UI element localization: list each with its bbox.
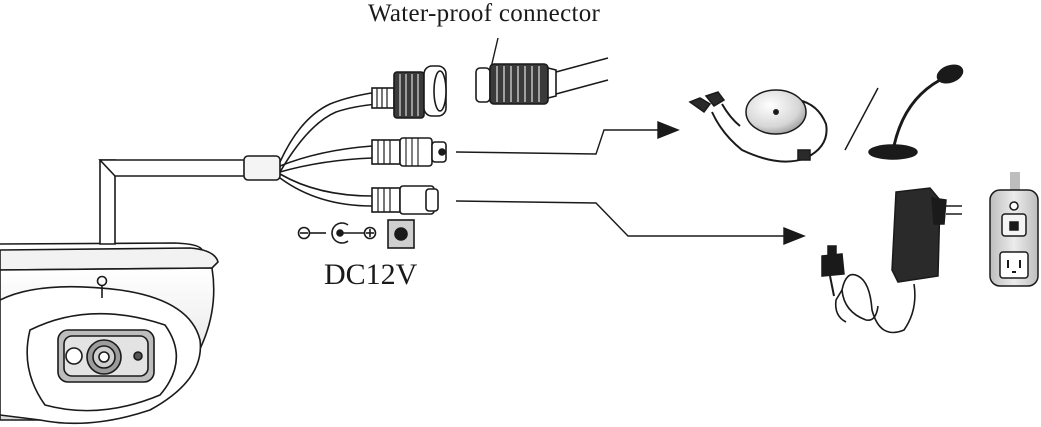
power-voltage-label: DC12V bbox=[324, 258, 418, 291]
pickup-microphone-icon bbox=[688, 89, 828, 163]
power-jack-icon bbox=[387, 219, 415, 249]
power-connector bbox=[371, 185, 439, 215]
power-adapter-icon bbox=[821, 187, 962, 334]
water-proof-connector-label: Water-proof connector bbox=[368, 0, 601, 27]
audio-connector bbox=[371, 137, 447, 167]
dome-camera-icon bbox=[0, 242, 219, 425]
network-connector-camera-side bbox=[371, 65, 447, 119]
separator-slash bbox=[844, 87, 879, 151]
power-arrow bbox=[455, 200, 806, 246]
desk-microphone-icon bbox=[868, 64, 964, 160]
polarity-symbol-icon bbox=[297, 222, 377, 244]
wall-socket-icon bbox=[989, 172, 1039, 287]
cable-trunk bbox=[98, 91, 379, 245]
audio-arrow bbox=[455, 120, 680, 155]
network-connector-cable-side bbox=[475, 37, 609, 105]
